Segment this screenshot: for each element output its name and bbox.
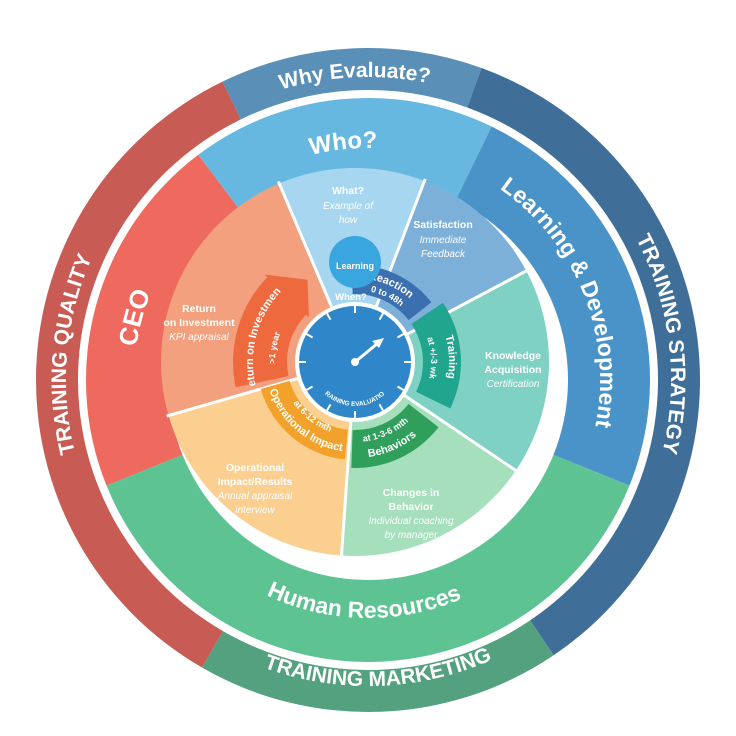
learning-development-sector <box>455 126 650 486</box>
changes-sub-2: by manager <box>385 530 438 541</box>
changes-title-2: Behavior <box>389 501 434 513</box>
learning-circle <box>329 236 381 288</box>
training-strategy-sector <box>467 68 700 656</box>
operational-title-2: Impact/Results <box>218 476 293 488</box>
operational-text: Operational Impact/Results Annual apprai… <box>217 462 293 516</box>
training-band <box>411 302 461 409</box>
satisfaction-title: Satisfaction <box>413 219 473 231</box>
segment-texts: What? Example of how Satisfaction Immedi… <box>163 185 541 541</box>
dial-tick <box>378 313 384 321</box>
dial-tick <box>396 385 404 391</box>
learning-label: Learning <box>336 261 374 271</box>
training-quality-sector <box>36 81 241 668</box>
learning-bubble: Learning When? <box>329 236 381 303</box>
what-sub-1: Example of <box>323 201 374 212</box>
why-evaluate-sector <box>222 48 482 120</box>
what-title: What? <box>332 185 364 197</box>
dial-tick <box>326 313 332 321</box>
what-text: What? Example of how <box>323 185 374 226</box>
knowledge-text: Knowledge Acquisition Certification <box>484 350 541 390</box>
knowledge-title-1: Knowledge <box>485 350 541 362</box>
when-label: When? <box>335 292 367 303</box>
roi-title-1: Return <box>182 303 216 315</box>
knowledge-title-2: Acquisition <box>484 364 541 376</box>
dial-hub <box>351 358 359 366</box>
roi-title-2: on Investment <box>163 317 235 329</box>
behaviors-band <box>351 403 439 468</box>
roi-arrow-head <box>264 274 309 318</box>
satisfaction-text: Satisfaction Immediate Feedback <box>413 219 473 260</box>
what-sub-2: how <box>339 215 358 226</box>
dial-ticks <box>299 306 411 418</box>
knowledge-sub-1: Certification <box>487 379 540 390</box>
operational-sub-2: interview <box>235 505 275 516</box>
dial-hand-tip <box>372 338 384 348</box>
roi-band <box>232 275 307 388</box>
satisfaction-sub-1: Immediate <box>420 235 467 246</box>
operational-sub-1: Annual appraisal <box>217 491 293 502</box>
changes-title-1: Changes in <box>383 487 440 499</box>
satisfaction-segment <box>355 180 527 362</box>
roi-text: Return on Investment KPI appraisal <box>163 303 235 343</box>
changes-text: Changes in Behavior Individual coaching … <box>368 487 453 541</box>
roi-sub-1: KPI appraisal <box>169 332 229 343</box>
training-band-time: at +/-3 wk <box>425 336 439 381</box>
operational-band <box>260 380 348 460</box>
changes-sub-1: Individual coaching <box>368 516 453 527</box>
operational-segment <box>168 362 355 556</box>
dial-tick <box>378 403 384 411</box>
dial-tick <box>306 385 314 391</box>
satisfaction-sub-2: Feedback <box>421 249 466 260</box>
dial-hand <box>353 341 380 364</box>
training-marketing-sector <box>202 620 554 713</box>
dial-tick <box>306 333 314 339</box>
training-band-label: Training <box>442 334 458 380</box>
dial-tick <box>396 333 404 339</box>
operational-title-1: Operational <box>226 462 284 474</box>
human-resources-sector <box>106 454 630 662</box>
dial-tick <box>326 403 332 411</box>
